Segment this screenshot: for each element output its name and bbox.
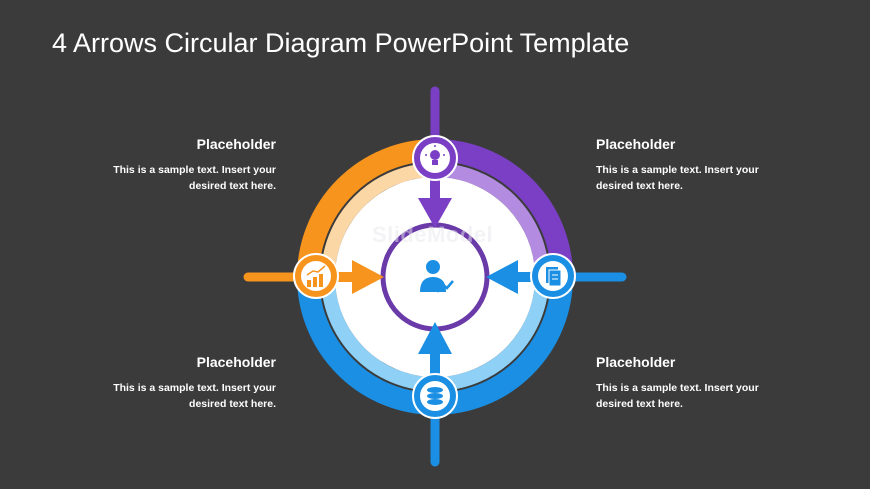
block-text-line: This is a sample text. Insert your xyxy=(596,382,759,394)
block-heading: Placeholder xyxy=(196,354,276,370)
arrow-top xyxy=(418,178,452,228)
block-text-line: This is a sample text. Insert your xyxy=(113,164,276,176)
block-text: This is a sample text. Insert your desir… xyxy=(596,162,786,194)
block-text-line: desired text here. xyxy=(596,398,683,410)
watermark: SlideModel xyxy=(372,222,494,247)
arrow-left xyxy=(330,260,384,294)
arrow-right xyxy=(486,260,540,294)
ring-segment-top-left xyxy=(297,139,436,278)
text-block-top-left: Placeholder This is a sample text. Inser… xyxy=(86,136,276,194)
block-heading: Placeholder xyxy=(596,354,676,370)
inner-ring-top-left xyxy=(321,163,436,278)
text-block-bottom-right: Placeholder This is a sample text. Inser… xyxy=(596,354,786,412)
block-text-line: This is a sample text. Insert your xyxy=(113,382,276,394)
business-person-icon xyxy=(420,260,454,293)
arrow-bottom xyxy=(418,322,452,376)
coins-icon xyxy=(412,373,458,419)
text-block-top-right: Placeholder This is a sample text. Inser… xyxy=(596,136,786,194)
lightbulb-icon xyxy=(412,135,458,181)
block-text: This is a sample text. Insert your desir… xyxy=(596,380,786,412)
text-block-bottom-left: Placeholder This is a sample text. Inser… xyxy=(86,354,276,412)
block-text: This is a sample text. Insert your desir… xyxy=(86,380,276,412)
block-text-line: This is a sample text. Insert your xyxy=(596,164,759,176)
block-heading: Placeholder xyxy=(196,136,276,152)
block-text-line: desired text here. xyxy=(189,180,276,192)
block-text-line: desired text here. xyxy=(596,180,683,192)
ring-segment-top-right xyxy=(434,139,573,278)
document-icon xyxy=(530,253,576,299)
inner-ring-top-right xyxy=(434,163,549,278)
slide-title: 4 Arrows Circular Diagram PowerPoint Tem… xyxy=(52,28,630,58)
block-heading: Placeholder xyxy=(596,136,676,152)
block-text-line: desired text here. xyxy=(189,398,276,410)
growth-chart-icon xyxy=(293,253,339,299)
block-text: This is a sample text. Insert your desir… xyxy=(86,162,276,194)
